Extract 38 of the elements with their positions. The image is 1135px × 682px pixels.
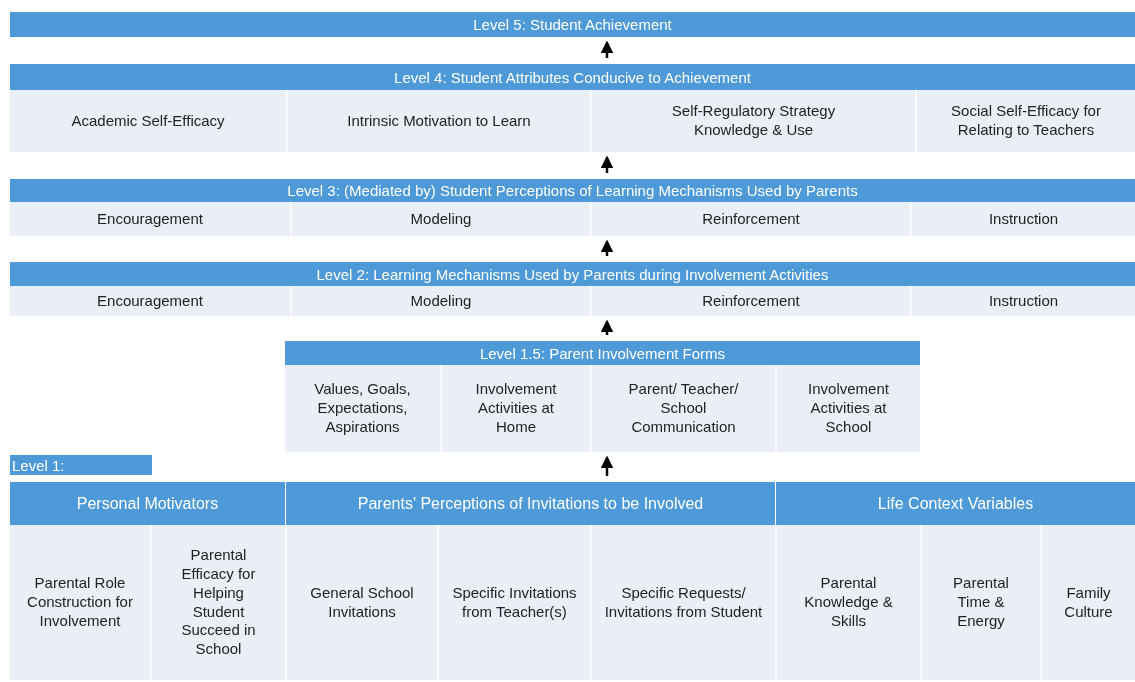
factor-cell: Parental Knowledge & Skills xyxy=(775,525,920,680)
arrow xyxy=(600,155,614,173)
factor-cell: Family Culture xyxy=(1040,525,1135,680)
factor-cell: Encouragement xyxy=(10,286,290,316)
factor-cell: Academic Self-Efficacy xyxy=(10,90,286,152)
factor-cell: Intrinsic Motivation to Learn xyxy=(286,90,590,152)
arrow xyxy=(600,40,614,58)
factor-cell: Involvement Activities at Home xyxy=(440,365,590,452)
factor-cell: Specific Requests/ Invitations from Student xyxy=(590,525,775,680)
factor-cell: Parental Role Construction for Involvement xyxy=(10,525,150,680)
factor-cell: General School Invitations xyxy=(285,525,437,680)
factor-cell: Encouragement xyxy=(10,202,290,236)
arrow xyxy=(600,319,614,335)
arrow xyxy=(600,239,614,256)
factor-cell: Parent/ Teacher/ School Communication xyxy=(590,365,775,452)
arrow xyxy=(600,455,614,476)
factor-cell: Instruction xyxy=(910,202,1135,236)
category-header: Personal Motivators xyxy=(10,482,285,525)
factor-cell: Self-Regulatory Strategy Knowledge & Use xyxy=(590,90,915,152)
level-header: Level 4: Student Attributes Conducive to Achievement xyxy=(10,64,1135,90)
factor-cell: Values, Goals, Expectations, Aspirations xyxy=(285,365,440,452)
level-header: Level 1.5: Parent Involvement Forms xyxy=(285,341,920,365)
level-header: Level 3: (Mediated by) Student Perceptions of Learning Mechanisms Used by Parents xyxy=(10,179,1135,202)
factor-cell: Modeling xyxy=(290,286,590,316)
factor-cell: Modeling xyxy=(290,202,590,236)
category-header: Life Context Variables xyxy=(775,482,1135,525)
level-header: Level 2: Learning Mechanisms Used by Parents during Involvement Activities xyxy=(10,262,1135,286)
level-tab: Level 1: xyxy=(10,455,152,475)
category-header: Parents' Perceptions of Invitations to be Involved xyxy=(285,482,775,525)
factor-cell: Parental Time & Energy xyxy=(920,525,1040,680)
level-header: Level 5: Student Achievement xyxy=(10,12,1135,37)
factor-cell: Instruction xyxy=(910,286,1135,316)
factor-cell: Reinforcement xyxy=(590,286,910,316)
factor-cell: Reinforcement xyxy=(590,202,910,236)
factor-cell: Specific Invitations from Teacher(s) xyxy=(437,525,590,680)
factor-cell: Involvement Activities at School xyxy=(775,365,920,452)
factor-cell: Parental Efficacy for Helping Student Succeed in School xyxy=(150,525,285,680)
factor-cell: Social Self-Efficacy for Relating to Teachers xyxy=(915,90,1135,152)
